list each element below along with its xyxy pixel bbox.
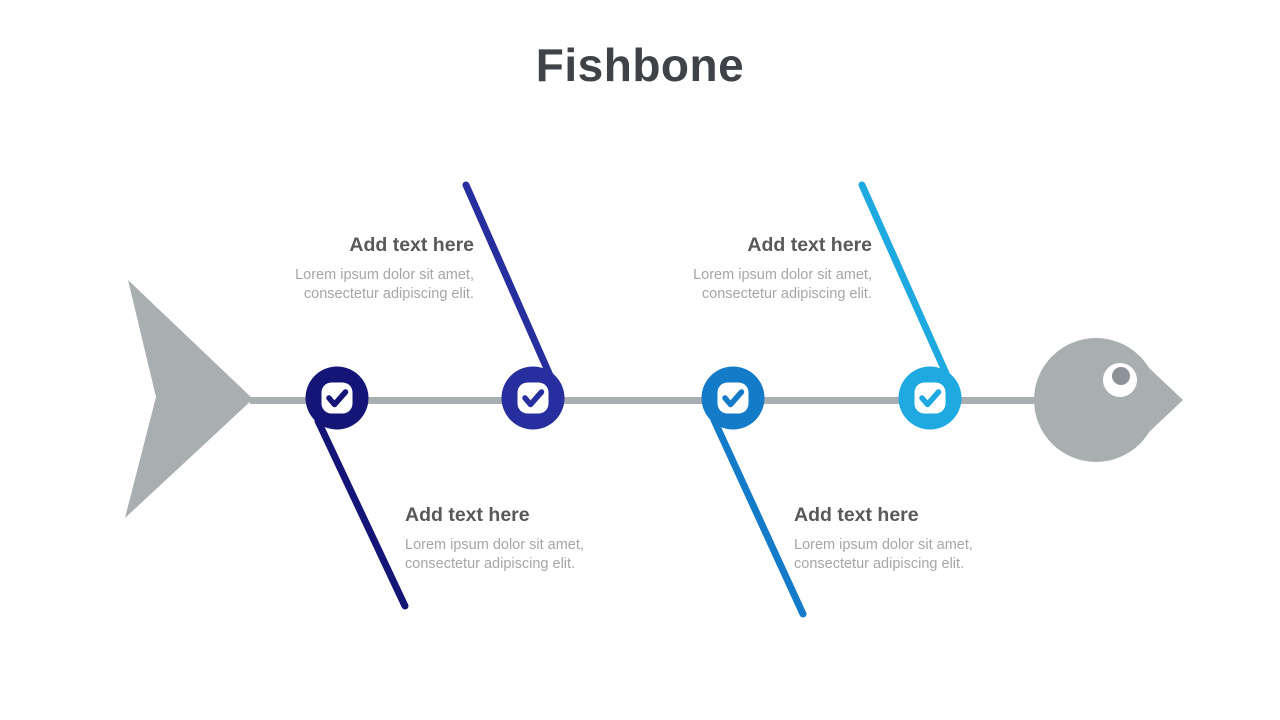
node-2-text-block[interactable]: Add text here Lorem ipsum dolor sit amet… (295, 234, 474, 304)
fish-head (1034, 338, 1183, 462)
node-3-marker[interactable] (701, 366, 765, 430)
node-4-heading[interactable]: Add text here (747, 234, 872, 256)
fish-head-snout (1130, 350, 1183, 450)
node-1-check-icon (326, 389, 349, 408)
body-line: consectetur adipiscing elit. (701, 286, 872, 302)
body-line: consectetur adipiscing elit. (405, 556, 576, 572)
node-1-marker[interactable] (305, 366, 369, 430)
node-2-check-icon (522, 389, 545, 408)
node-3-body[interactable]: Lorem ipsum dolor sit amet, consectetur a… (794, 536, 973, 574)
fish-tail-shape (125, 280, 253, 518)
bone-2-line (462, 181, 556, 384)
node-4-check-icon (919, 389, 942, 408)
body-line: Lorem ipsum dolor sit amet, (794, 537, 973, 553)
bone-4-line (858, 181, 953, 384)
bone-1-line (314, 417, 409, 610)
node-4-text-block[interactable]: Add text here Lorem ipsum dolor sit amet… (693, 234, 872, 304)
node-3-text-block[interactable]: Add text here Lorem ipsum dolor sit amet… (794, 504, 973, 574)
body-line: consectetur adipiscing elit. (303, 286, 474, 302)
node-2-heading[interactable]: Add text here (349, 234, 474, 256)
node-1-text-block[interactable]: Add text here Lorem ipsum dolor sit amet… (405, 504, 584, 574)
node-2-body[interactable]: Lorem ipsum dolor sit amet, consectetur a… (295, 266, 474, 304)
node-2-marker[interactable] (501, 366, 565, 430)
node-1-heading[interactable]: Add text here (405, 504, 530, 526)
body-line: Lorem ipsum dolor sit amet, (405, 537, 584, 553)
fish-eye-pupil (1112, 367, 1130, 385)
node-4-body[interactable]: Lorem ipsum dolor sit amet, consectetur a… (693, 266, 872, 304)
node-1-body[interactable]: Lorem ipsum dolor sit amet, consectetur a… (405, 536, 584, 574)
node-3-heading[interactable]: Add text here (794, 504, 919, 526)
bone-3-line (710, 416, 807, 618)
body-line: Lorem ipsum dolor sit amet, (693, 267, 872, 283)
body-line: consectetur adipiscing elit. (794, 556, 965, 572)
node-3-check-icon (722, 389, 745, 408)
body-line: Lorem ipsum dolor sit amet, (295, 267, 474, 283)
slide-title[interactable]: Fishbone (535, 39, 745, 91)
node-4-marker[interactable] (898, 366, 962, 430)
